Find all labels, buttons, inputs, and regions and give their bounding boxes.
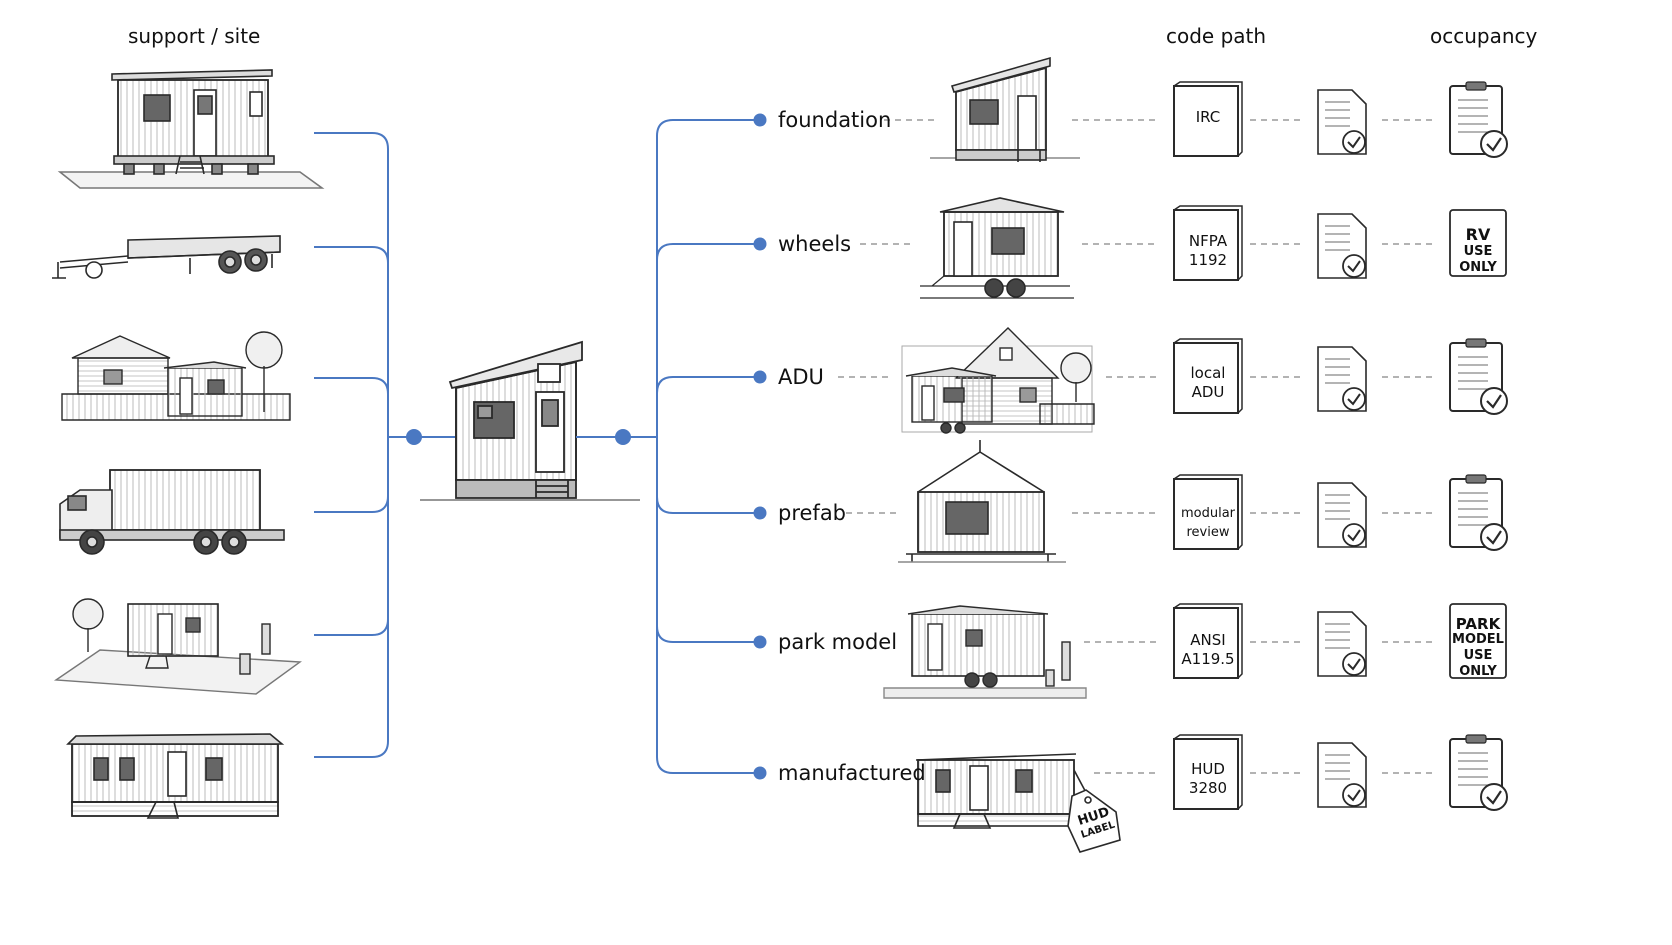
support-rv-pad-icon <box>53 598 302 695</box>
check-circle-icon <box>1342 652 1366 676</box>
check-mark-icon <box>1347 789 1361 802</box>
manufactured-home-icon <box>915 753 1091 829</box>
category-adu: ADU <box>778 365 824 389</box>
code-book-spine <box>1173 603 1243 679</box>
category-park-model: park model <box>778 630 898 654</box>
left-branch-line <box>314 377 389 437</box>
code-book-local-adu: local ADU <box>1190 364 1226 401</box>
check-mark-icon <box>1486 530 1502 545</box>
header-support-site: support / site <box>128 24 261 48</box>
check-circle-icon <box>1480 783 1508 811</box>
occupancy-rv-use-only: RV USE ONLY <box>1459 225 1497 276</box>
right-branch-line <box>656 376 760 437</box>
check-mark-icon <box>1486 137 1502 152</box>
left-hub-node <box>406 429 422 445</box>
support-piers-house-icon <box>57 69 325 189</box>
connector-lines <box>314 113 767 780</box>
foundation-house-icon <box>930 56 1080 162</box>
wheels-house-icon <box>920 197 1074 299</box>
code-book-ansi: ANSI A119.5 <box>1181 631 1235 668</box>
support-truck-icon <box>59 469 285 555</box>
code-book-icon <box>1173 738 1239 810</box>
right-branch-line <box>656 437 760 514</box>
right-branch-line <box>656 437 760 774</box>
category-manufactured: manufactured <box>778 761 926 785</box>
adu-scene-icon <box>901 327 1095 434</box>
right-hub-node <box>615 429 631 445</box>
park-model-icon <box>883 605 1087 699</box>
right-branch-line <box>656 243 760 437</box>
clipboard-clip <box>1465 474 1487 484</box>
code-book-icon <box>1173 478 1239 550</box>
check-mark-icon <box>1347 136 1361 149</box>
center-tiny-house-icon <box>420 340 640 501</box>
code-book-icon <box>1173 85 1239 157</box>
support-backyard-icon <box>61 331 291 421</box>
code-book-spine <box>1173 81 1243 157</box>
check-mark-icon <box>1486 790 1502 805</box>
check-mark-icon <box>1347 529 1361 542</box>
right-branch-line <box>656 119 760 437</box>
left-branch-line <box>314 437 389 758</box>
check-circle-icon <box>1480 523 1508 551</box>
left-branch-line <box>314 437 389 513</box>
check-circle-icon <box>1342 387 1366 411</box>
category-prefab: prefab <box>778 501 847 525</box>
prefab-module-icon <box>898 440 1066 563</box>
code-book-icon <box>1173 342 1239 414</box>
code-path-columns <box>838 81 1508 811</box>
left-branch-line <box>314 437 389 636</box>
code-book-hud: HUD 3280 <box>1188 760 1228 797</box>
support-manufactured-icon <box>66 733 285 819</box>
category-wheels: wheels <box>778 232 852 256</box>
support-trailer-icon <box>52 235 281 279</box>
check-circle-icon <box>1342 783 1366 807</box>
clipboard-clip <box>1465 734 1487 744</box>
hud-label-tag-icon <box>1067 789 1121 853</box>
clipboard-clip <box>1465 81 1487 91</box>
clipboard-clip <box>1465 338 1487 348</box>
header-code-path: code path <box>1166 24 1267 48</box>
code-book-icon <box>1173 209 1239 281</box>
check-mark-icon <box>1347 658 1361 671</box>
code-book-icon <box>1173 607 1239 679</box>
check-circle-icon <box>1480 130 1508 158</box>
right-branch-line <box>656 437 760 643</box>
header-occupancy: occupancy <box>1430 24 1538 48</box>
code-book-spine <box>1173 734 1243 810</box>
category-node <box>753 113 767 127</box>
occupancy-park-model-use-only: PARK MODEL USE ONLY <box>1452 615 1504 679</box>
left-branch-line <box>314 246 389 437</box>
code-book-spine <box>1173 474 1243 550</box>
code-book-nfpa: NFPA 1192 <box>1188 232 1228 269</box>
check-circle-icon <box>1342 130 1366 154</box>
check-mark-icon <box>1347 393 1361 406</box>
left-branch-line <box>314 132 389 437</box>
category-node <box>753 506 767 520</box>
category-node <box>753 766 767 780</box>
code-book-spine <box>1173 338 1243 414</box>
category-node <box>753 370 767 384</box>
occupancy-card <box>1449 603 1507 679</box>
check-circle-icon <box>1480 387 1508 415</box>
code-book-spine <box>1173 205 1243 281</box>
check-mark-icon <box>1486 394 1502 409</box>
category-node <box>753 237 767 251</box>
check-circle-icon <box>1342 523 1366 547</box>
category-foundation: foundation <box>778 108 892 132</box>
check-mark-icon <box>1347 260 1361 273</box>
occupancy-card <box>1449 209 1507 277</box>
code-book-modular-review: modular review <box>1180 506 1236 540</box>
category-node <box>753 635 767 649</box>
check-circle-icon <box>1342 254 1366 278</box>
code-book-irc: IRC <box>1195 108 1221 126</box>
